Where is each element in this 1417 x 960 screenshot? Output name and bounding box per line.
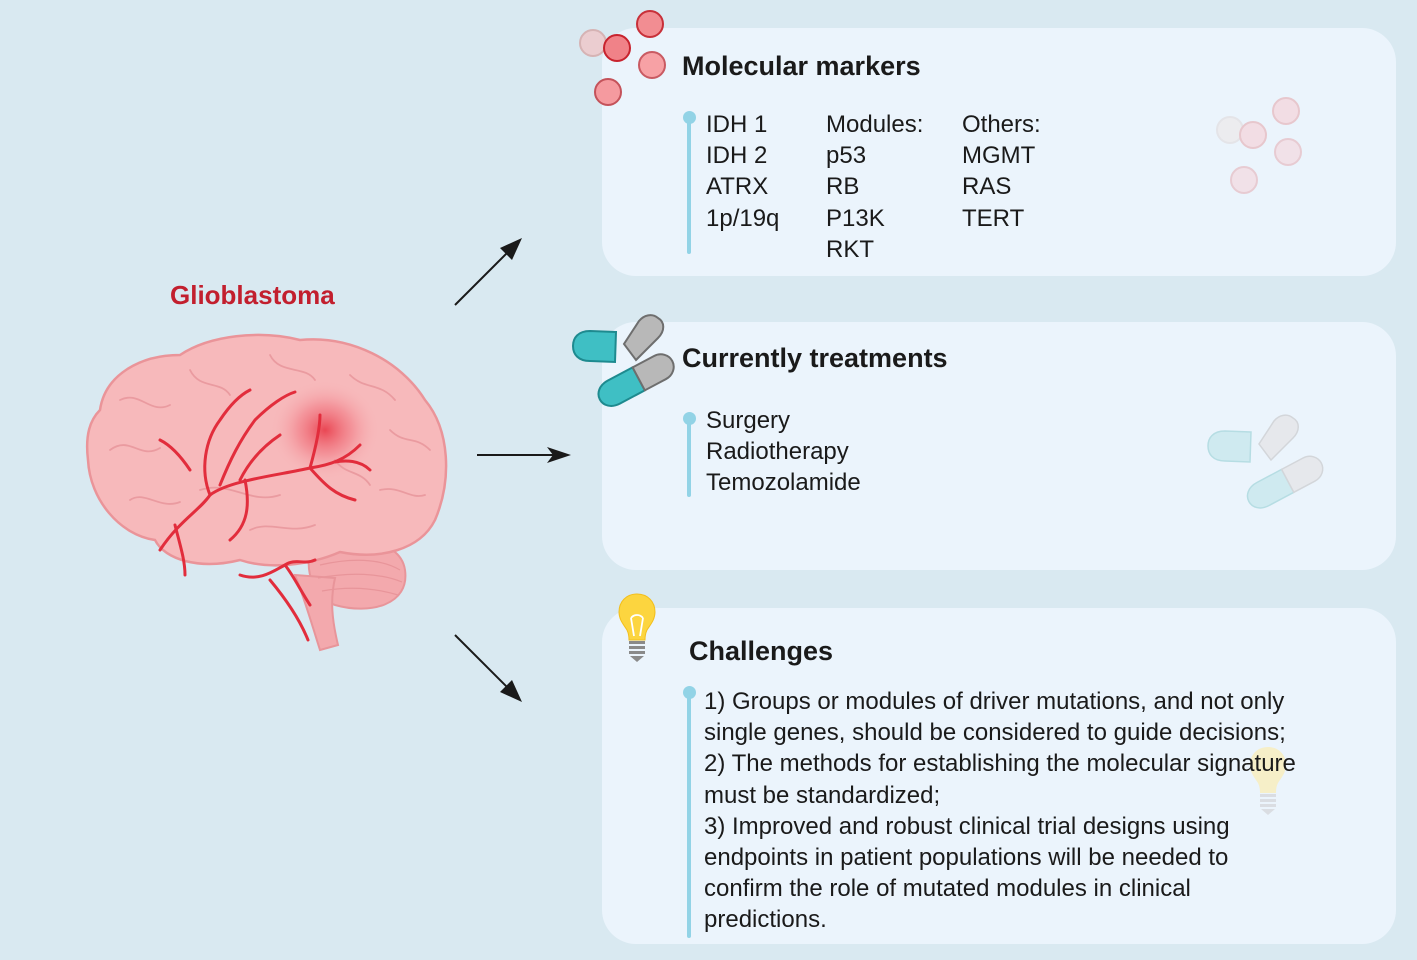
marker-item: Modules: xyxy=(826,111,924,138)
glioblastoma-label: Glioblastoma xyxy=(170,280,335,310)
treatment-item: Temozolamide xyxy=(706,469,861,497)
marker-item: Others: xyxy=(962,111,1041,138)
challenge-line: endpoints in patient populations will be… xyxy=(704,844,1229,872)
brainstem xyxy=(293,573,340,652)
accent-line xyxy=(687,690,691,938)
marker-item: 1p/19q xyxy=(706,204,780,232)
treatment-item: Surgery xyxy=(706,407,791,434)
marker-item: TERT xyxy=(962,204,1025,232)
brain-illustration xyxy=(85,333,448,652)
marker-item: RB xyxy=(826,173,860,201)
challenge-line: predictions. xyxy=(704,906,827,934)
molecular-markers-title: Molecular markers xyxy=(682,51,921,81)
capsule-pills-icon xyxy=(571,314,675,407)
markers-column-1: IDH 1 IDH 2 ATRX 1p/19q xyxy=(706,109,779,234)
markers-column-3: Others: MGMT RAS TERT xyxy=(962,109,1041,234)
challenge-line: must be standardized; xyxy=(704,781,941,809)
challenge-line: 3) Improved and robust clinical trial de… xyxy=(704,812,1230,840)
marker-item: P13K xyxy=(826,204,885,232)
lightbulb-faded-icon xyxy=(1250,747,1286,815)
marker-item: IDH 1 xyxy=(706,111,768,138)
arrow-to-treatments xyxy=(477,447,571,463)
molecular-markers-panel xyxy=(602,28,1396,276)
challenge-line: confirm the role of mutated modules in c… xyxy=(704,875,1191,903)
marker-item: IDH 2 xyxy=(706,142,768,170)
arrow-to-markers xyxy=(454,238,522,306)
accent-line xyxy=(687,116,691,254)
treatments-list: Surgery Radiotherapy Temozolamide xyxy=(706,405,861,499)
marker-item: ATRX xyxy=(706,173,769,201)
marker-item: RAS xyxy=(962,173,1012,201)
challenge-line: 2) The methods for establishing the mole… xyxy=(704,750,1296,778)
molecule-cluster-faded-icon xyxy=(1216,97,1302,194)
challenge-line: single genes, should be considered to gu… xyxy=(704,719,1286,747)
markers-column-2: Modules: p53 RB P13K RKT xyxy=(826,109,923,265)
treatment-item: Radiotherapy xyxy=(706,438,849,466)
lightbulb-icon xyxy=(618,593,656,662)
marker-item: p53 xyxy=(826,142,867,170)
challenges-title: Challenges xyxy=(689,636,834,666)
challenges-text: 1) Groups or modules of driver mutations… xyxy=(704,686,1296,936)
molecule-cluster-icon xyxy=(579,10,666,106)
arrow-to-challenges xyxy=(454,634,522,702)
challenge-line: 1) Groups or modules of driver mutations… xyxy=(704,688,1285,715)
tumor-hotspot xyxy=(270,380,380,480)
capsule-pills-faded-icon xyxy=(1207,414,1324,509)
treatments-title: Currently treatments xyxy=(682,343,948,373)
marker-item: RKT xyxy=(826,235,874,263)
marker-item: MGMT xyxy=(962,142,1036,170)
accent-line xyxy=(687,417,691,497)
